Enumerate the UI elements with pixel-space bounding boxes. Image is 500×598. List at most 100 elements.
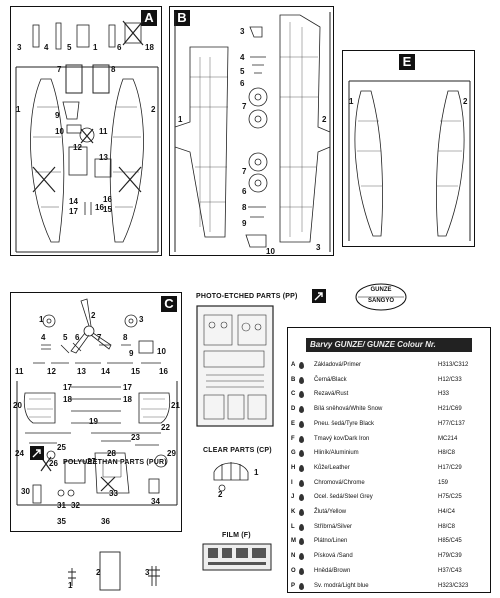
part-number: 7 — [97, 333, 102, 342]
paint-drop-icon — [299, 391, 304, 399]
part-number: 15 — [131, 367, 140, 376]
paint-drop-icon — [299, 567, 304, 575]
colour-letter: I — [291, 479, 293, 486]
paint-drop-icon — [299, 582, 304, 590]
part-number: 17 — [69, 207, 78, 216]
part-number: 9 — [129, 349, 134, 358]
colour-letter: G — [291, 450, 296, 457]
colour-code: H21/C69 — [438, 406, 462, 413]
part-number: 21 — [171, 401, 180, 410]
colour-name: Bílá sněhová/White Snow — [314, 406, 383, 413]
sprue-a-drawing — [15, 20, 159, 253]
part-number: 3 — [139, 315, 144, 324]
logo-line1: GUNZE — [370, 287, 392, 293]
colour-code: H17/C29 — [438, 464, 462, 471]
photo-etched-fret — [196, 305, 274, 427]
paint-drop-icon — [299, 362, 304, 369]
colour-code: H8/C8 — [438, 450, 456, 457]
part-number: 4 — [240, 53, 245, 62]
sprue-a-frame: A 3 4 — [10, 6, 162, 256]
paint-drop-icon — [299, 509, 304, 516]
part-number: 6 — [75, 333, 80, 342]
sprue-b-letter: B — [174, 10, 190, 26]
part-number: 9 — [55, 111, 60, 120]
part-number: 11 — [15, 367, 24, 376]
part-number: 33 — [109, 489, 118, 498]
photo-etched-arrow-icon — [312, 289, 326, 303]
clear-parts-title: CLEAR PARTS (CP) — [203, 447, 272, 454]
colour-letter: B — [291, 376, 296, 383]
sprue-e-frame: E 1 2 — [342, 50, 475, 247]
colour-code: 159 — [438, 479, 449, 486]
part-number: 4 — [41, 333, 46, 342]
part-number: 8 — [111, 65, 116, 74]
sprue-c-letter: C — [161, 296, 177, 312]
colour-code: H8/C8 — [438, 523, 456, 530]
part-number: 11 — [99, 127, 108, 136]
part-number: 5 — [240, 67, 245, 76]
part-number: 16 — [95, 203, 104, 212]
part-number: 16 — [159, 367, 168, 376]
part-number: 7 — [57, 65, 62, 74]
colour-name: Ocel. šedá/Steel Grey — [314, 494, 373, 501]
part-number: 13 — [77, 367, 86, 376]
part-number: 19 — [89, 417, 98, 426]
part-number: 3 — [17, 43, 22, 52]
colour-name: Stříbrná/Silver — [314, 523, 353, 530]
paint-drop-icon — [299, 376, 304, 384]
part-number: 29 — [167, 449, 176, 458]
part-number: 1 — [93, 43, 98, 52]
part-number: 18 — [145, 43, 154, 52]
part-number: 18 — [123, 395, 132, 404]
paint-drop-icon — [299, 464, 304, 472]
colour-name: Plátno/Linen — [314, 538, 348, 545]
paint-drop-icon — [299, 523, 304, 531]
part-number: 24 — [15, 449, 24, 458]
part-number: 30 — [21, 487, 30, 496]
sprue-a-letter: A — [141, 10, 157, 26]
part-number: 12 — [47, 367, 56, 376]
part-number: 20 — [13, 401, 22, 410]
part-number: 9 — [242, 219, 247, 228]
colour-code: H37/C43 — [438, 567, 462, 574]
colour-name: Hnědá/Brown — [314, 567, 351, 574]
part-number: 1 — [68, 581, 73, 590]
part-number: 17 — [63, 383, 72, 392]
part-number: 4 — [44, 43, 49, 52]
part-number: 18 — [63, 395, 72, 404]
part-number: 1 — [254, 468, 259, 477]
part-number: 15 — [103, 205, 112, 214]
colour-letter: C — [291, 391, 296, 398]
film-sheet — [202, 543, 272, 571]
part-number: 10 — [266, 247, 275, 256]
colour-letter: J — [291, 494, 295, 501]
sprue-b-frame: B 3 4 5 6 7 1 2 7 6 8 9 10 3 — [169, 6, 334, 256]
polyurethan-parts — [68, 551, 160, 591]
part-number: 5 — [63, 333, 68, 342]
colour-letter: N — [291, 553, 296, 560]
logo-line2: SANGYO — [367, 298, 394, 304]
part-number: 7 — [242, 167, 247, 176]
part-number: 8 — [123, 333, 128, 342]
sprue-e-drawing — [348, 80, 471, 241]
colour-letter: K — [291, 509, 296, 515]
polyurethan-arrow-icon — [30, 446, 44, 460]
colour-name: Pneu. šedá/Tyre Black — [314, 420, 375, 427]
colour-name: Tmavý kov/Dark Iron — [314, 435, 370, 442]
part-number: 2 — [91, 311, 96, 320]
part-number: 2 — [218, 490, 223, 499]
part-number: 17 — [123, 383, 132, 392]
